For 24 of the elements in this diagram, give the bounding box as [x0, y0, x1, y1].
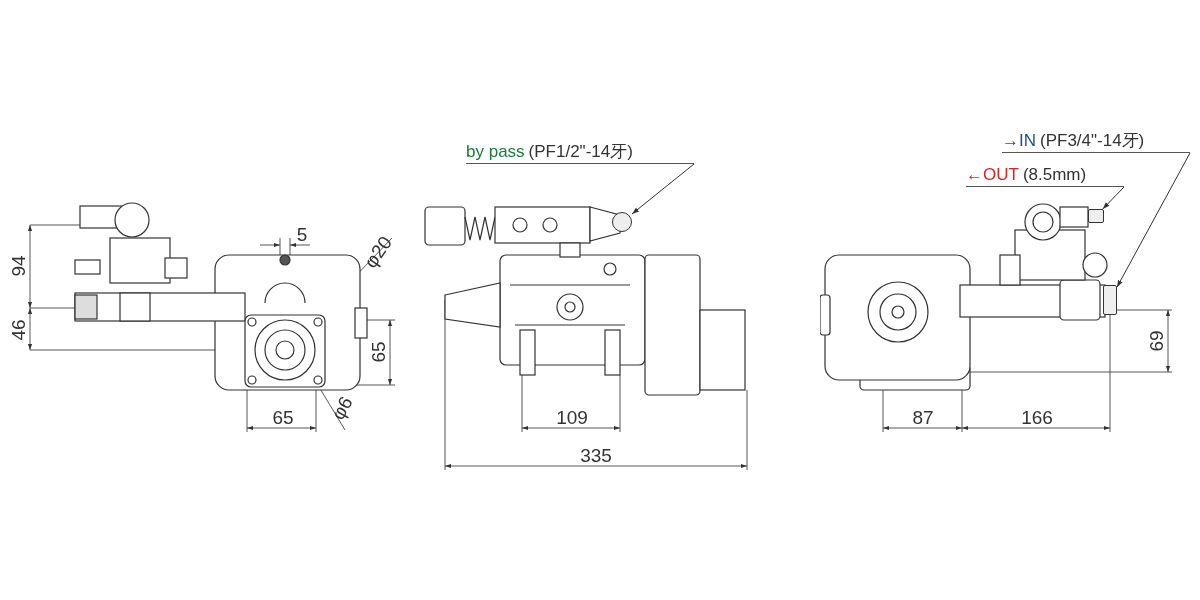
- dimension-label: 46: [8, 319, 28, 341]
- dimension-label: 65: [272, 407, 294, 427]
- dimension-label: 335: [580, 445, 612, 465]
- port-name: by pass: [466, 141, 525, 163]
- dimension-label: 166: [1021, 407, 1053, 427]
- dimension-label: φ6: [328, 393, 356, 423]
- leader-line: [1102, 186, 1125, 210]
- port-name: →IN: [1002, 130, 1036, 152]
- bypass-port: [612, 212, 632, 232]
- dimension-label: 69: [1146, 330, 1166, 352]
- port-fitting: [1088, 209, 1104, 223]
- port-spec: (PF1/2"-14牙): [528, 141, 633, 163]
- port-fitting: [1103, 285, 1117, 315]
- dimension-label: 5: [296, 224, 308, 244]
- dimension-label: φ20: [360, 232, 396, 272]
- leader-line: [1116, 152, 1191, 288]
- dimension-label: 87: [912, 407, 934, 427]
- leader-line: [631, 163, 695, 215]
- dimension-label: 109: [556, 407, 588, 427]
- dimension-label: 65: [368, 341, 388, 363]
- port-spec: (PF3/4"-14牙): [1040, 130, 1145, 152]
- dimension-label: 94: [8, 255, 28, 277]
- port-name: ←OUT: [966, 164, 1019, 186]
- port-spec: (8.5mm): [1022, 164, 1087, 186]
